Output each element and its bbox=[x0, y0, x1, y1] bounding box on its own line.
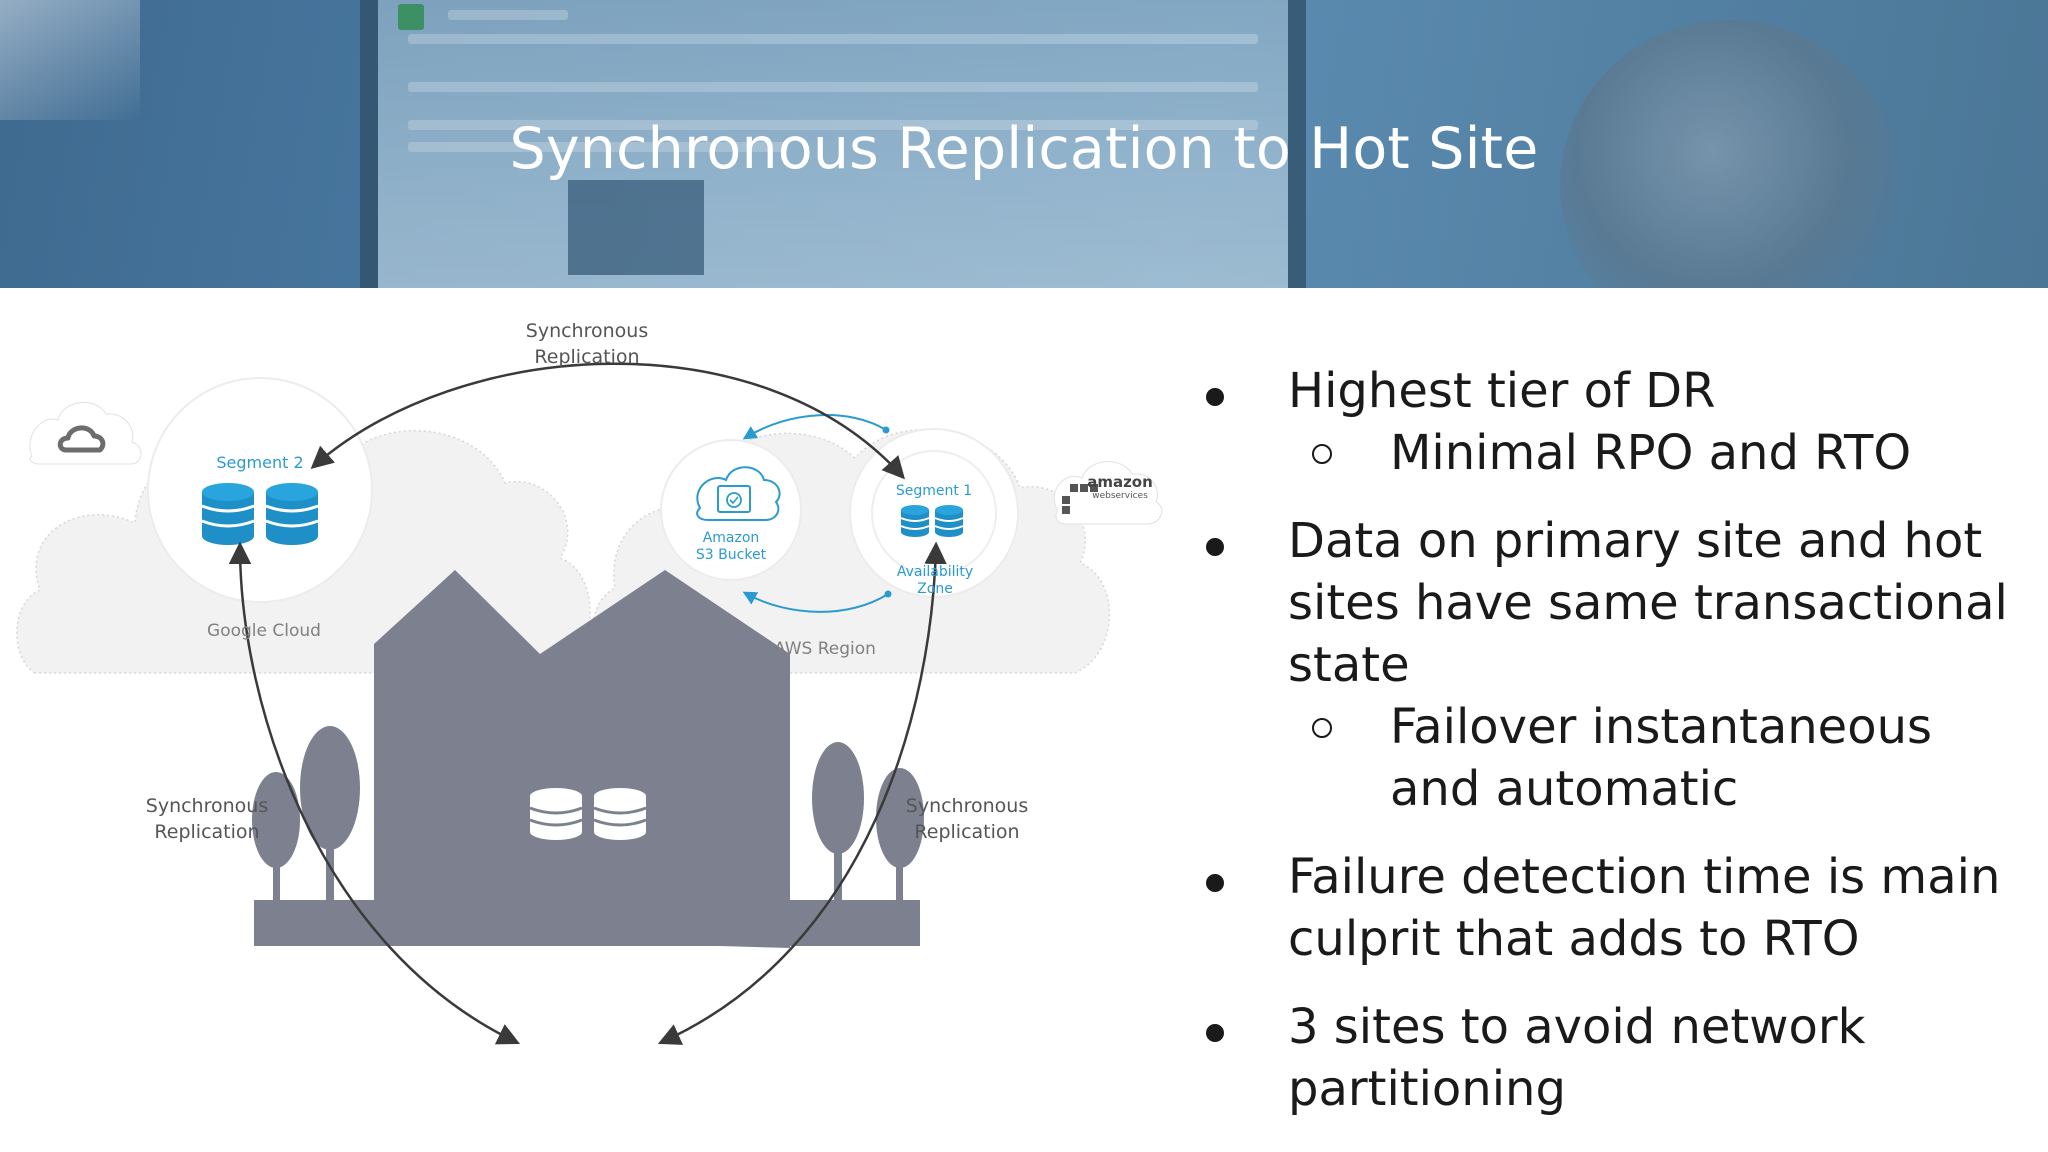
bullet-text: 3 sites to avoid network partitioning bbox=[1288, 999, 1866, 1117]
bullet-text: Highest tier of DR bbox=[1288, 363, 1716, 419]
bullet-dot-icon bbox=[1206, 1024, 1224, 1042]
sub-bullet-item: Minimal RPO and RTO bbox=[1200, 422, 2030, 484]
bullet-dot-icon bbox=[1206, 874, 1224, 892]
sync-arrow-top bbox=[310, 362, 906, 480]
bullet-item: Failure detection time is main culprit t… bbox=[1200, 846, 2030, 970]
background-person bbox=[1560, 20, 1900, 288]
segment-2-database-icon bbox=[201, 483, 319, 545]
bullet-dot-icon bbox=[1206, 538, 1224, 556]
aws-logo-text: amazon bbox=[1087, 473, 1153, 491]
segment-1-database-icon bbox=[900, 505, 964, 537]
segment-2-node bbox=[147, 377, 373, 603]
s3-bucket-label: Amazon S3 Bucket bbox=[695, 530, 767, 563]
aws-region-label: AWS Region bbox=[774, 639, 876, 659]
s3-to-segment1-arrow bbox=[742, 414, 887, 440]
background-tooltip bbox=[568, 180, 704, 275]
diagram-canvas bbox=[16, 362, 1163, 1045]
sub-bullet-item: Failover instantaneous and automatic bbox=[1200, 696, 2030, 820]
bullet-item: Data on primary site and hot sites have … bbox=[1200, 510, 2030, 820]
sync-replication-label-top: Synchronous Replication bbox=[525, 320, 649, 368]
bullet-text: Data on primary site and hot sites have … bbox=[1288, 513, 2008, 693]
bullet-item: Highest tier of DR Minimal RPO and RTO bbox=[1200, 360, 2030, 484]
google-cloud-label: Google Cloud bbox=[207, 621, 321, 641]
sub-bullet-ring-icon bbox=[1312, 444, 1332, 464]
sub-bullet-ring-icon bbox=[1312, 718, 1332, 738]
slide-title: Synchronous Replication to Hot Site bbox=[509, 116, 1539, 182]
aws-logo-badge bbox=[1053, 461, 1163, 525]
bullet-dot-icon bbox=[1206, 388, 1224, 406]
onsite-infrastructure-label: On-site infrastructure bbox=[501, 1116, 673, 1135]
google-cloud-icon bbox=[29, 402, 142, 465]
segment-2-label: Segment 2 bbox=[216, 453, 304, 472]
segment-0-database-icon bbox=[529, 788, 647, 840]
segment-0-label: Segment 0 bbox=[544, 989, 632, 1008]
sync-arrow-left bbox=[228, 541, 521, 1045]
segment-1-label: Segment 1 bbox=[895, 483, 973, 499]
header-banner: Synchronous Replication to Hot Site bbox=[0, 0, 2048, 288]
bullet-text: Failure detection time is main culprit t… bbox=[1288, 849, 2001, 967]
aws-logo-subtext: webservices bbox=[1092, 491, 1148, 501]
bullet-item: 3 sites to avoid network partitioning bbox=[1200, 996, 2030, 1120]
background-app-icon bbox=[398, 4, 424, 30]
sub-bullet-text: Minimal RPO and RTO bbox=[1390, 425, 1912, 481]
background-lamp bbox=[0, 0, 140, 120]
bullet-list: Highest tier of DR Minimal RPO and RTO D… bbox=[1200, 360, 2030, 1146]
background-monitor bbox=[360, 0, 1306, 288]
replication-diagram: Synchronous Replication Synchronous Repl… bbox=[0, 288, 1180, 1152]
sub-bullet-text: Failover instantaneous and automatic bbox=[1390, 699, 1932, 817]
availability-zone-label: Availability Zone bbox=[896, 564, 974, 597]
sync-replication-label-left: Synchronous Replication bbox=[145, 795, 269, 843]
sync-replication-label-right: Synchronous Replication bbox=[905, 795, 1029, 843]
sync-arrow-right bbox=[657, 541, 947, 1045]
